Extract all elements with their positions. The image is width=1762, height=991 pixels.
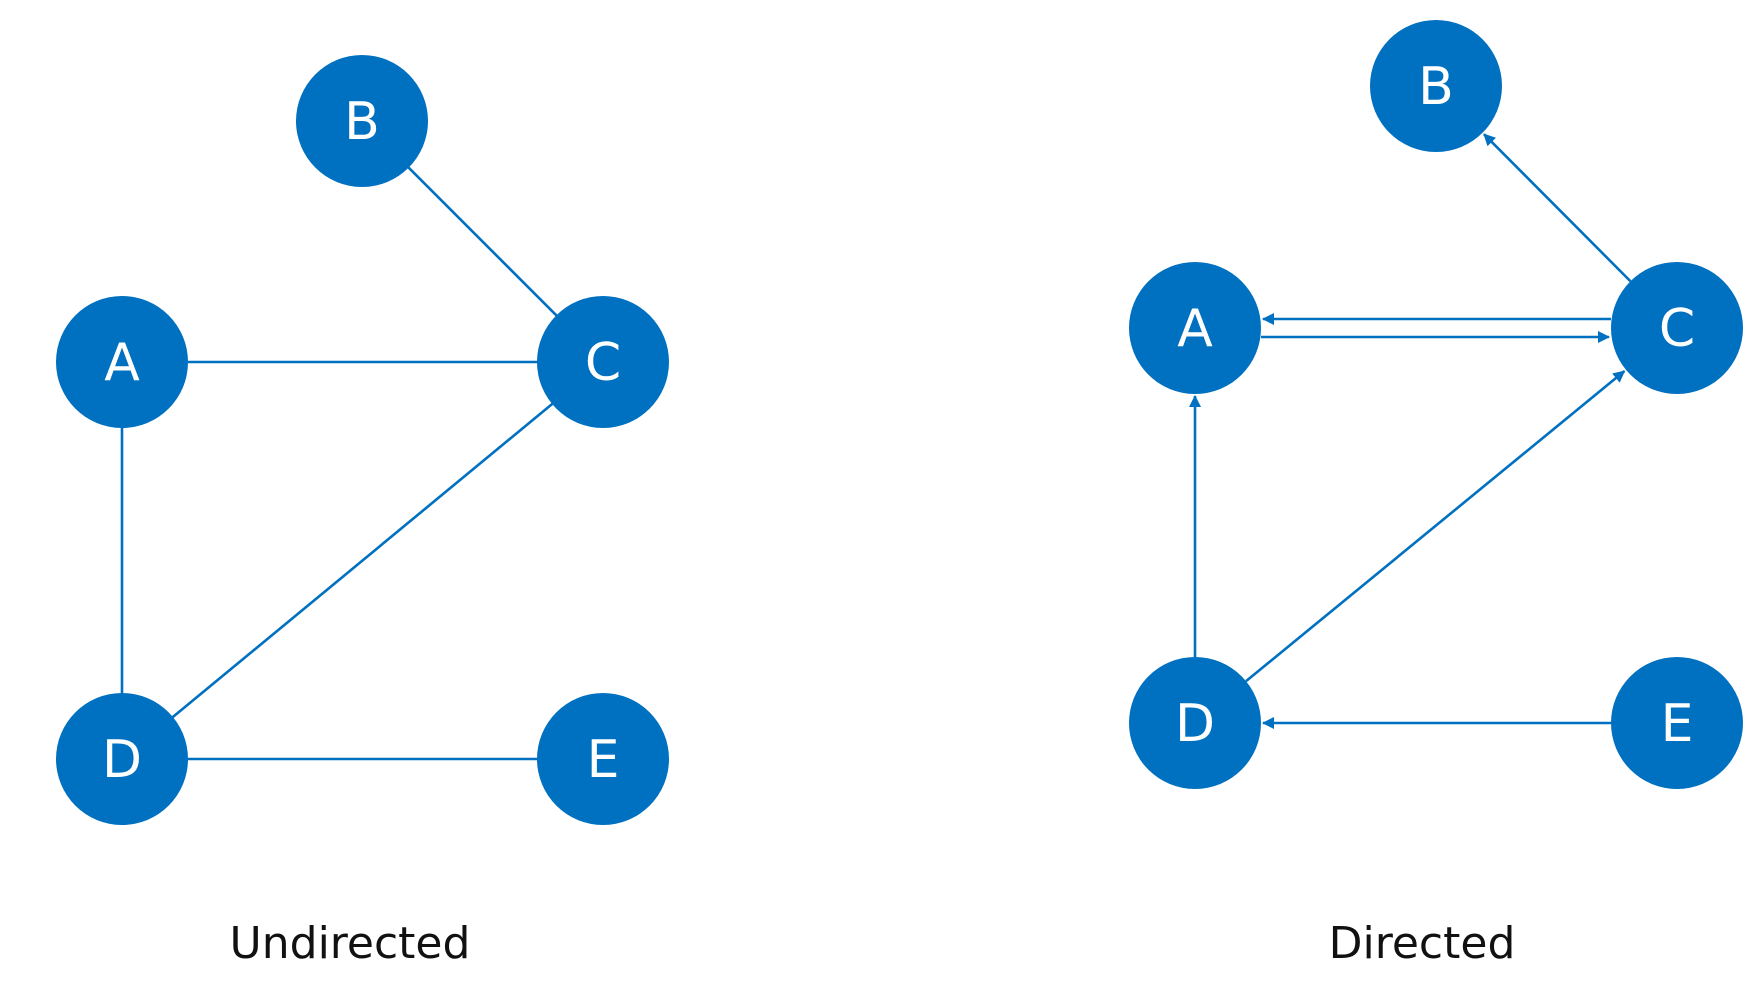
node-d: D [56,693,188,825]
node-label: A [104,333,140,393]
node-c: C [1611,262,1743,394]
node-label: E [587,730,620,790]
node-circle [537,296,669,428]
node-d: D [1129,657,1261,789]
node-a: A [56,296,188,428]
node-a: A [1129,262,1261,394]
node-circle [1129,657,1261,789]
node-circle [1129,262,1261,394]
node-label: A [1177,299,1213,359]
edge-c-b [1483,133,1632,283]
undirected-caption: Undirected [230,918,471,969]
edge-d-c [1245,370,1626,683]
node-b: B [296,55,428,187]
node-label: D [1175,694,1215,754]
node-label: C [585,333,621,393]
directed-caption: Directed [1329,918,1516,969]
node-circle [537,693,669,825]
node-circle [1611,262,1743,394]
node-circle [1611,657,1743,789]
node-circle [296,55,428,187]
node-circle [1370,20,1502,152]
node-label: B [1418,57,1454,117]
edge-b-c [404,163,561,320]
node-circle [56,693,188,825]
node-b: B [1370,20,1502,152]
node-label: C [1659,299,1695,359]
node-label: D [102,730,142,790]
node-label: E [1661,694,1694,754]
undirected-graph: A B C D E Undirected [56,55,669,969]
edge-c-d [168,400,557,721]
node-circle [56,296,188,428]
node-e: E [537,693,669,825]
node-c: C [537,296,669,428]
node-e: E [1611,657,1743,789]
node-label: B [344,92,380,152]
directed-graph: A B C D E Directed [1129,20,1743,969]
